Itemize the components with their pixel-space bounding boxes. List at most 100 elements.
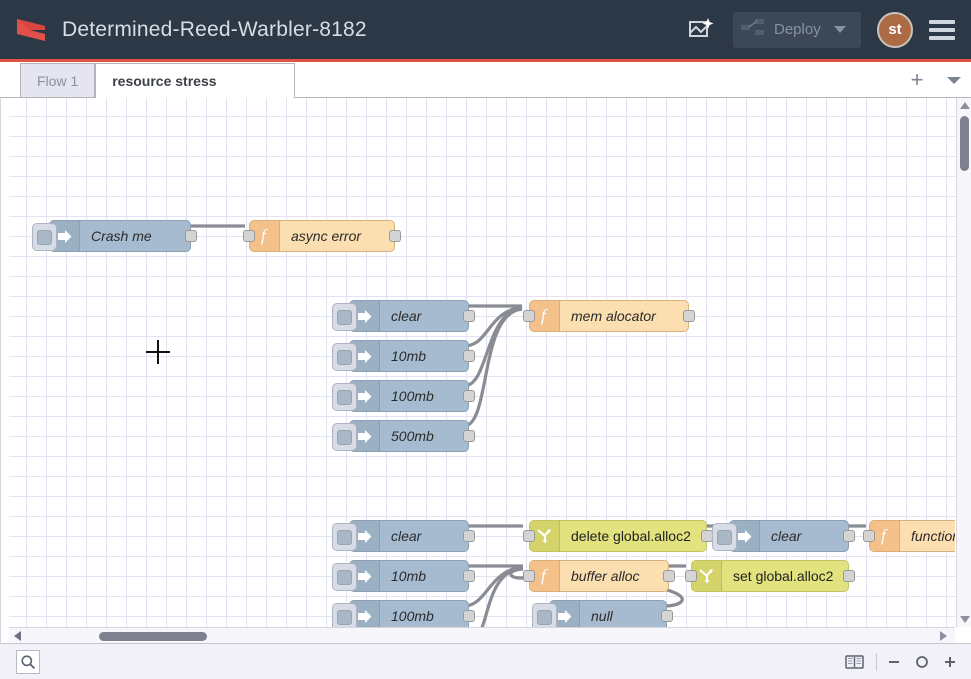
node-label: clear — [760, 528, 812, 544]
zoom-out-icon[interactable] — [883, 651, 905, 673]
vertical-scroll-thumb[interactable] — [960, 116, 969, 171]
node-label: Crash me — [80, 228, 163, 244]
horizontal-scrollbar[interactable] — [9, 627, 955, 643]
inject-trigger-button[interactable] — [332, 603, 357, 627]
inject-trigger-button[interactable] — [332, 423, 357, 451]
node-input-port[interactable] — [685, 570, 697, 582]
flow-canvas-container: Crash me f async error clear 10mb — [0, 98, 971, 643]
node-output-port[interactable] — [663, 570, 675, 582]
chevron-down-icon[interactable] — [834, 26, 846, 33]
node-label: 100mb — [380, 388, 445, 404]
node-output-port[interactable] — [843, 570, 855, 582]
tab-flow-1[interactable]: Flow 1 — [20, 63, 95, 97]
tab-resource-stress[interactable]: resource stress — [95, 63, 295, 98]
wire — [464, 309, 522, 426]
node-function-async-error[interactable]: f async error — [249, 220, 395, 252]
zoom-reset-icon[interactable] — [911, 651, 933, 673]
avatar[interactable]: st — [877, 12, 913, 48]
tabbar-spacer — [295, 63, 897, 97]
hamburger-bar — [929, 20, 955, 24]
header-actions: Deploy st — [683, 12, 955, 48]
node-label: 100mb — [380, 608, 445, 624]
node-label: function — [900, 528, 955, 544]
node-label: buffer alloc — [560, 568, 650, 584]
inject-button-glyph — [337, 310, 352, 325]
inject-trigger-button[interactable] — [332, 563, 357, 591]
svg-text:f: f — [541, 567, 548, 585]
node-label: delete global.alloc2 — [560, 528, 702, 544]
deploy-button[interactable]: Deploy — [733, 12, 861, 48]
inject-trigger-button[interactable] — [332, 523, 357, 551]
node-output-port[interactable] — [463, 390, 475, 402]
svg-text:f: f — [881, 527, 888, 545]
node-output-port[interactable] — [661, 610, 673, 622]
search-magnifier-icon[interactable] — [16, 650, 40, 674]
node-inject-clear-2[interactable]: clear — [349, 520, 469, 552]
node-output-port[interactable] — [389, 230, 401, 242]
svg-text:f: f — [261, 227, 268, 245]
node-function-buffer-alloc[interactable]: f buffer alloc — [529, 560, 669, 592]
deploy-nodes-icon — [741, 17, 767, 42]
node-output-port[interactable] — [463, 530, 475, 542]
node-output-port[interactable] — [463, 570, 475, 582]
node-inject-null[interactable]: null — [549, 600, 667, 627]
node-inject-100mb[interactable]: 100mb — [349, 380, 469, 412]
navigator-map-icon[interactable] — [842, 651, 866, 673]
horizontal-scroll-thumb[interactable] — [99, 632, 207, 641]
node-output-port[interactable] — [463, 610, 475, 622]
node-label: 10mb — [380, 568, 437, 584]
scroll-right-arrow-icon[interactable] — [940, 631, 947, 641]
zoom-in-icon[interactable] — [939, 651, 961, 673]
inject-trigger-button[interactable] — [712, 523, 737, 551]
node-label: async error — [280, 228, 372, 244]
node-input-port[interactable] — [523, 530, 535, 542]
node-function-mem-alocator[interactable]: f mem alocator — [529, 300, 689, 332]
inject-trigger-button[interactable] — [332, 343, 357, 371]
node-input-port[interactable] — [523, 570, 535, 582]
node-output-port[interactable] — [843, 530, 855, 542]
inject-trigger-button[interactable] — [332, 303, 357, 331]
node-function-function[interactable]: f function — [869, 520, 955, 552]
inject-trigger-button[interactable] — [32, 223, 57, 251]
node-inject-10mb[interactable]: 10mb — [349, 340, 469, 372]
node-output-port[interactable] — [463, 430, 475, 442]
status-bar — [0, 643, 971, 679]
svg-text:f: f — [541, 307, 548, 325]
vertical-scrollbar[interactable] — [956, 98, 971, 627]
node-inject-clear-3[interactable]: clear — [729, 520, 849, 552]
node-input-port[interactable] — [523, 310, 535, 322]
flow-canvas[interactable]: Crash me f async error clear 10mb — [9, 98, 955, 627]
node-input-port[interactable] — [243, 230, 255, 242]
node-output-port[interactable] — [463, 310, 475, 322]
chevron-down-icon[interactable] — [937, 63, 971, 97]
scroll-up-arrow-icon[interactable] — [960, 102, 970, 109]
hamburger-menu-icon[interactable] — [929, 20, 955, 40]
node-inject-10mb-2[interactable]: 10mb — [349, 560, 469, 592]
inject-button-glyph — [337, 430, 352, 445]
node-output-port[interactable] — [463, 350, 475, 362]
node-inject-500mb[interactable]: 500mb — [349, 420, 469, 452]
tabbar-left-gap — [0, 62, 20, 97]
node-label: set global.alloc2 — [722, 568, 844, 584]
inject-trigger-button[interactable] — [332, 383, 357, 411]
scroll-left-arrow-icon[interactable] — [14, 631, 21, 641]
node-output-port[interactable] — [683, 310, 695, 322]
node-output-port[interactable] — [185, 230, 197, 242]
node-label: null — [580, 608, 624, 624]
inject-trigger-button[interactable] — [532, 603, 557, 627]
inject-button-glyph — [337, 390, 352, 405]
node-change-delete-global-alloc2[interactable]: delete global.alloc2 — [529, 520, 707, 552]
ai-flow-generate-icon[interactable] — [683, 13, 717, 47]
node-inject-100mb-2[interactable]: 100mb — [349, 600, 469, 627]
inject-button-glyph — [717, 530, 732, 545]
inject-button-glyph — [37, 230, 52, 245]
node-label: clear — [380, 528, 432, 544]
node-inject-crash-me[interactable]: Crash me — [49, 220, 191, 252]
node-inject-clear[interactable]: clear — [349, 300, 469, 332]
scroll-down-arrow-icon[interactable] — [960, 616, 970, 623]
node-input-port[interactable] — [863, 530, 875, 542]
node-change-set-global-alloc2[interactable]: set global.alloc2 — [691, 560, 849, 592]
add-tab-icon[interactable]: + — [897, 63, 937, 97]
page-title: Determined-Reed-Warbler-8182 — [62, 18, 367, 42]
hamburger-bar — [929, 36, 955, 40]
